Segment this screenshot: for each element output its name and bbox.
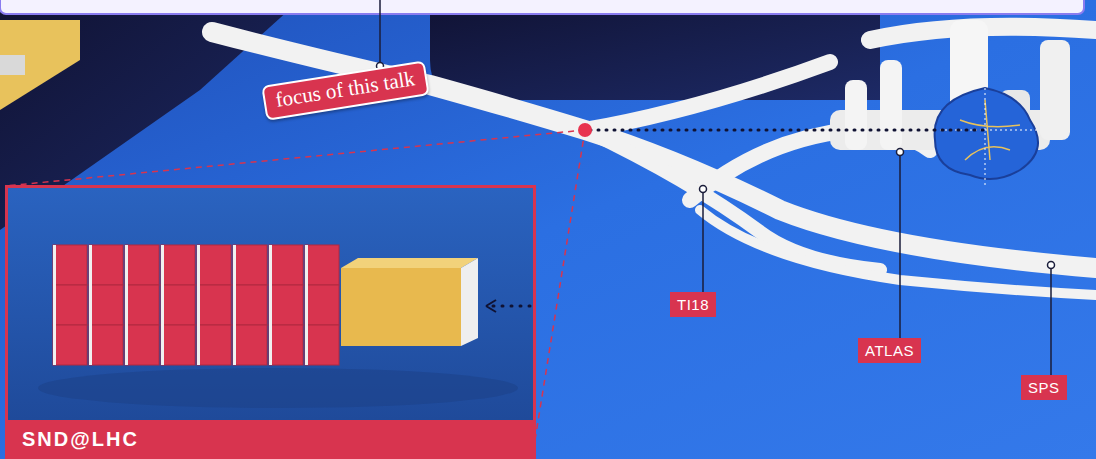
- location-dot: [578, 123, 592, 137]
- atlas-cavern: [830, 20, 1070, 185]
- part-label: ATLAS: [858, 338, 921, 363]
- dotted-beam-line: [590, 129, 990, 132]
- zoom-line: [5, 130, 585, 186]
- small-block: [0, 55, 25, 75]
- part-label: SPS: [1021, 375, 1067, 400]
- part-label: TI18: [670, 292, 716, 317]
- zoom-line: [535, 130, 585, 440]
- top-bar: [0, 0, 1084, 14]
- detector-drawing: [8, 188, 533, 420]
- inset-box: SND@LHC: [5, 185, 536, 459]
- inset-heading: SND@LHC: [8, 420, 533, 458]
- yellow-block: [0, 20, 80, 110]
